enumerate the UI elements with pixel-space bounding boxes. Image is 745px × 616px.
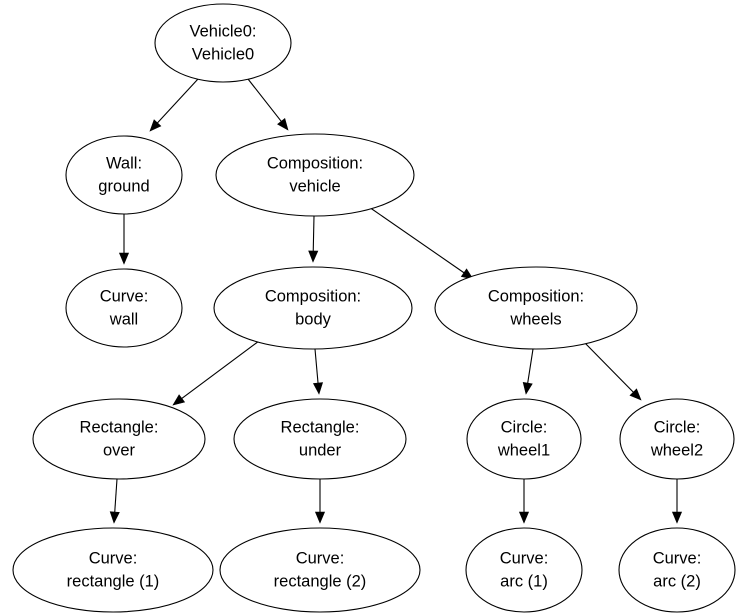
- node-label-line1: Composition:: [265, 287, 361, 305]
- node-label-line1: Curve:: [100, 287, 149, 305]
- node-ellipse: [233, 398, 407, 480]
- edge-vehicle-to-body: [308, 215, 319, 263]
- edge-wall-to-curvewall: [118, 214, 130, 265]
- node-label-line1: Circle:: [654, 418, 701, 436]
- node-label-line1: Curve:: [653, 549, 702, 567]
- arrow-head: [277, 117, 289, 131]
- node-label-line2: ground: [98, 177, 149, 195]
- arrow-head: [671, 511, 683, 524]
- node-label-line1: Vehicle0:: [190, 22, 257, 40]
- node-curvewall[interactable]: Curve: wall: [65, 268, 183, 348]
- node-label-line2: under: [299, 441, 342, 459]
- node-label-line1: Wall:: [106, 154, 142, 172]
- arrow-head: [308, 250, 319, 263]
- arrow-head: [312, 382, 324, 395]
- node-label-line2: Vehicle0: [192, 45, 254, 63]
- arrow-head: [172, 394, 186, 406]
- node-wheel2[interactable]: Circle: wheel2: [619, 398, 735, 480]
- node-ellipse: [465, 527, 583, 613]
- node-ellipse: [32, 398, 206, 480]
- node-vehicle0[interactable]: Vehicle0: Vehicle0: [154, 3, 292, 83]
- edge-vehicle-to-wheels: [368, 206, 474, 280]
- node-label-line2: rectangle (1): [67, 572, 160, 590]
- edge-wheel2-to-arc2: [671, 479, 683, 524]
- edge-vehicle0-to-wall: [149, 78, 199, 132]
- edge-under-to-rect2: [314, 479, 326, 524]
- node-label-line1: Curve:: [89, 549, 138, 567]
- edge-body-to-over: [172, 340, 260, 406]
- node-ellipse: [215, 133, 415, 217]
- arrow-head: [314, 511, 326, 524]
- node-under[interactable]: Rectangle: under: [233, 398, 407, 480]
- node-label-line1: Circle:: [501, 418, 548, 436]
- node-label-line1: Composition:: [488, 287, 584, 305]
- edge-vehicle0-to-vehicle: [247, 78, 289, 131]
- arrow-head: [118, 252, 130, 265]
- node-wheels[interactable]: Composition: wheels: [434, 266, 638, 350]
- node-label-line2: wheel2: [650, 441, 703, 459]
- node-vehicle[interactable]: Composition: vehicle: [215, 133, 415, 217]
- node-label-line2: rectangle (2): [274, 572, 367, 590]
- node-wheel1[interactable]: Circle: wheel1: [466, 398, 582, 480]
- node-ellipse: [154, 3, 292, 83]
- node-label-line2: body: [295, 310, 332, 328]
- node-label-line1: Curve:: [500, 549, 549, 567]
- node-ellipse: [619, 398, 735, 480]
- node-over[interactable]: Rectangle: over: [32, 398, 206, 480]
- node-label-line1: Rectangle:: [80, 418, 159, 436]
- edge-wheels-to-wheel2: [582, 340, 642, 401]
- nodes-layer: Vehicle0:Vehicle0Wall:groundComposition:…: [12, 3, 736, 613]
- arrow-head: [109, 511, 120, 524]
- node-body[interactable]: Composition: body: [213, 266, 413, 350]
- node-label-line1: Rectangle:: [281, 418, 360, 436]
- arrow-head: [629, 388, 642, 401]
- node-rect1[interactable]: Curve: rectangle (1): [12, 527, 214, 613]
- node-label-line1: Composition:: [267, 154, 363, 172]
- node-label-line1: Curve:: [296, 549, 345, 567]
- edge-body-to-under: [312, 348, 324, 395]
- node-rect2[interactable]: Curve: rectangle (2): [219, 527, 421, 613]
- node-label-line2: vehicle: [289, 177, 340, 195]
- node-arc2[interactable]: Curve: arc (2): [618, 527, 736, 613]
- edge-over-to-rect1: [109, 478, 120, 524]
- node-ellipse: [65, 268, 183, 348]
- edge-wheel1-to-arc1: [518, 479, 530, 524]
- node-label-line2: wheels: [509, 310, 561, 328]
- arrow-head: [518, 511, 530, 524]
- arrow-head: [522, 382, 533, 395]
- node-wall[interactable]: Wall: ground: [65, 135, 183, 215]
- node-arc1[interactable]: Curve: arc (1): [465, 527, 583, 613]
- node-label-line2: wall: [109, 310, 138, 328]
- edge-wheels-to-wheel1: [522, 348, 534, 395]
- node-label-line2: wheel1: [497, 441, 550, 459]
- node-ellipse: [618, 527, 736, 613]
- node-ellipse: [213, 266, 413, 350]
- node-label-line2: arc (1): [500, 572, 548, 590]
- arrow-head: [149, 119, 162, 132]
- node-label-line2: arc (2): [653, 572, 701, 590]
- node-label-line2: over: [103, 441, 136, 459]
- node-ellipse: [219, 527, 421, 613]
- node-ellipse: [466, 398, 582, 480]
- node-ellipse: [65, 135, 183, 215]
- node-ellipse: [434, 266, 638, 350]
- node-ellipse: [12, 527, 214, 613]
